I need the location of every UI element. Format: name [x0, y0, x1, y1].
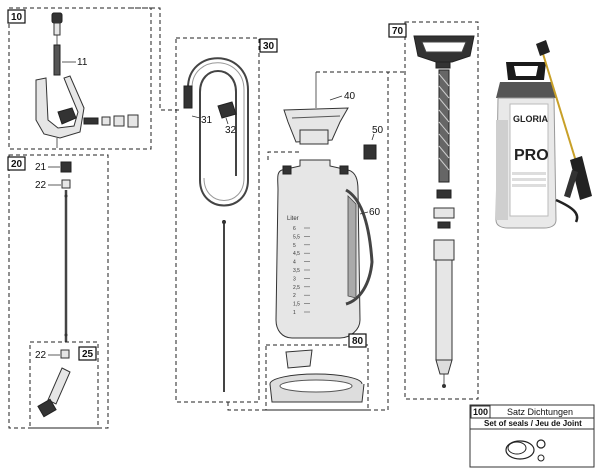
- seal-legend: 100 Satz Dichtungen Set of seals / Jeu d…: [469, 404, 595, 468]
- part-label-60: 60: [369, 207, 381, 218]
- bent-nozzle-part: [47, 367, 71, 405]
- lance-seal-part: [61, 179, 71, 189]
- group-30-tag: [259, 38, 278, 53]
- tank-grip-part: [345, 188, 374, 306]
- group-10-frame: [8, 7, 152, 150]
- seal-legend-frame: [469, 404, 595, 468]
- part-label-11: 11: [77, 57, 88, 68]
- group-80-tag: [348, 333, 367, 348]
- seal-legend-number: 100: [473, 407, 488, 417]
- group-70-tag: [388, 23, 407, 38]
- part-label-31: 31: [201, 115, 213, 126]
- product-model: PRO: [514, 147, 549, 164]
- nozzle-seal-part: [60, 349, 70, 359]
- group-10-tag: [7, 9, 26, 24]
- tank-scale-mark: 2: [293, 293, 296, 299]
- connector-30-70: [227, 71, 405, 411]
- trigger-lever-part: [57, 107, 77, 125]
- group-10-label: 10: [11, 12, 23, 23]
- tank-scale-mark: 4: [293, 260, 296, 266]
- group-20-frame: [8, 154, 109, 429]
- group-25-label: 25: [82, 349, 94, 360]
- nozzle-tip-part: [51, 12, 63, 24]
- nozzle-head-part: [37, 398, 57, 418]
- lance-nut-part: [60, 161, 72, 173]
- tank-scale-mark: 5: [293, 243, 296, 249]
- tank-scale-mark: 1: [293, 310, 296, 316]
- tank-scale-mark: 2,5: [293, 285, 300, 291]
- seal-legend-subtitle: Set of seals / Jeu de Joint: [484, 419, 582, 428]
- sprayer-shoulder: [496, 82, 556, 98]
- tank-scale-mark: 6: [293, 226, 296, 232]
- group-80-frame: [265, 344, 369, 411]
- group-80-label: 80: [352, 336, 364, 347]
- nozzle-part: [53, 22, 61, 36]
- group-20-tag: [7, 156, 26, 171]
- group-10-valve-handle: 10 11: [7, 7, 180, 150]
- part-label-22-top: 22: [35, 180, 47, 191]
- sprayer-hose: [555, 198, 579, 223]
- part-label-22-bottom: 22: [35, 350, 47, 361]
- tank-assembly: 40 50 60 Liter 6 5,5 5 4,5 4 3,5 3 2,5 2 1,5 1: [267, 72, 384, 339]
- hose-part: [187, 57, 249, 207]
- tank-scale-mark: 5,5: [293, 234, 300, 240]
- sprayer-lance: [539, 43, 579, 169]
- group-30-label: 30: [263, 41, 275, 52]
- trigger-handle-part: [35, 75, 85, 139]
- part-label-21: 21: [35, 162, 47, 173]
- group-20-label: 20: [11, 159, 23, 170]
- pressure-valve-part: [363, 144, 377, 160]
- hose-fitting-part: [183, 85, 193, 109]
- seal-ring-medium: [507, 441, 527, 455]
- lance-spring-part: [53, 44, 61, 76]
- tank-scale-mark: 4,5: [293, 251, 300, 257]
- pump-top-part: [433, 239, 455, 261]
- product-brand: GLORIA: [513, 114, 548, 124]
- group-20-lance: 20 21 22: [7, 154, 109, 429]
- pump-cylinder-part: [435, 259, 453, 361]
- seal-legend-title: Satz Dichtungen: [507, 407, 573, 417]
- tank-scale-mark: 3: [293, 276, 296, 282]
- seal-ring-large: [505, 440, 535, 460]
- base-clip-part: [285, 349, 313, 369]
- product-photo: GLORIA PRO: [495, 40, 592, 229]
- tank-scale: 6 5,5 5 4,5 4 3,5 3 2,5 2 1,5 1: [293, 226, 310, 316]
- hose-connector-part: [217, 101, 237, 119]
- tank-scale-unit: Liter: [287, 216, 299, 222]
- tank-scale-mark: 3,5: [293, 268, 300, 274]
- part-label-50: 50: [372, 125, 384, 136]
- group-25-tag: [78, 346, 97, 361]
- part-label-32: 32: [225, 125, 237, 136]
- group-25-nozzle: 25 22: [29, 341, 99, 429]
- group-80-base: 80: [265, 333, 369, 411]
- tank-scale-mark: 1,5: [293, 302, 300, 308]
- valve-body-part: [83, 117, 99, 125]
- part-label-40: 40: [344, 91, 356, 102]
- tank-body-part: [275, 159, 361, 339]
- seal-ring-small: [536, 439, 546, 449]
- group-30-hose: 30 31 32: [175, 37, 278, 403]
- group-70-label: 70: [392, 26, 404, 37]
- connector-10-30: [130, 7, 180, 111]
- sprayer-trigger: [570, 156, 592, 200]
- group-70-pump: 70: [388, 21, 479, 400]
- group-70-frame: [404, 21, 479, 400]
- seal-ring-tiny: [537, 454, 545, 462]
- sprayer-label: [509, 103, 549, 217]
- piston-rod-part: [438, 69, 450, 183]
